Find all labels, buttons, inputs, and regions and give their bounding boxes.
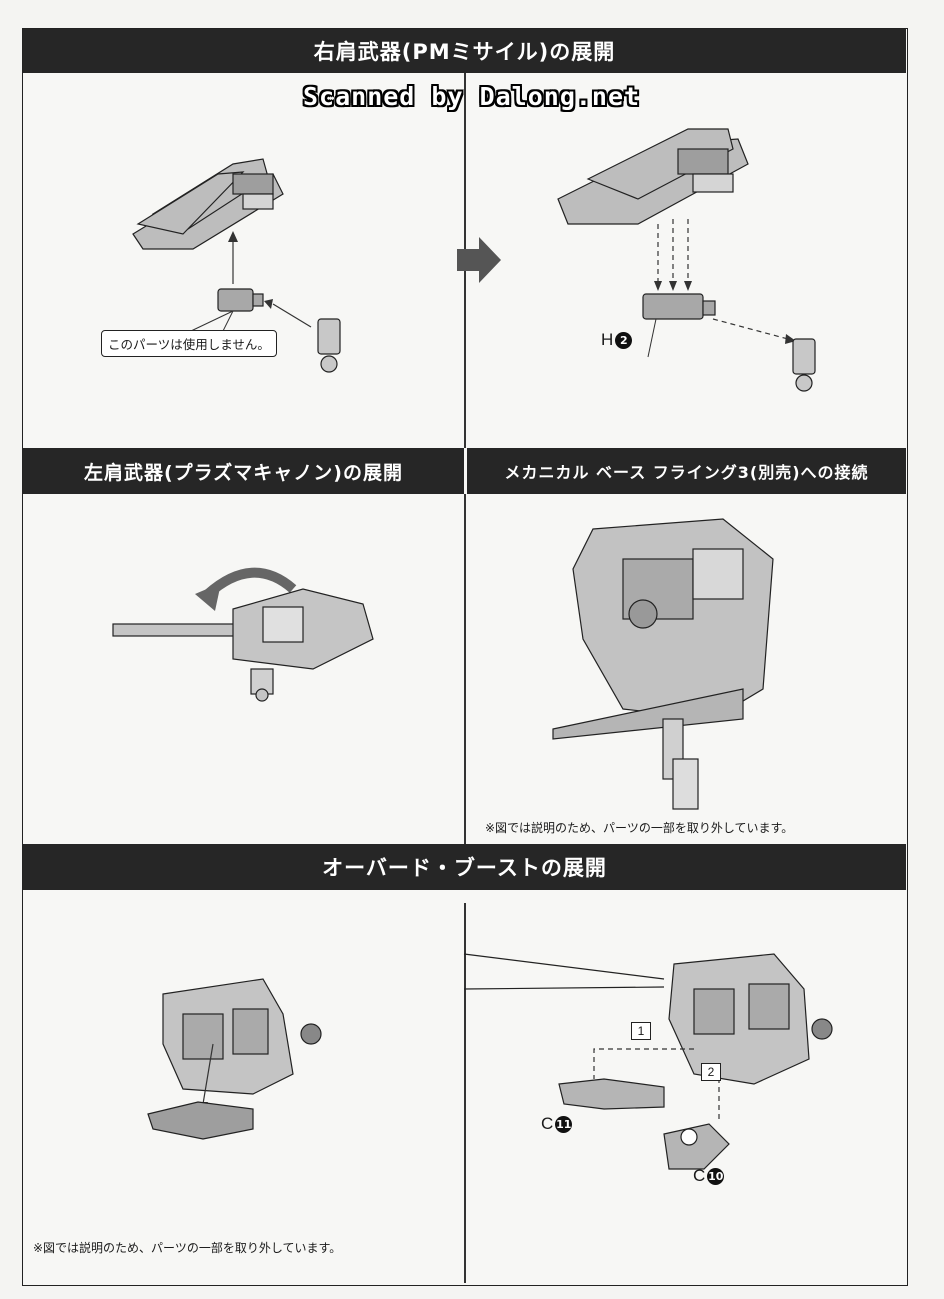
divider-middle: [464, 494, 466, 844]
section-title-right-shoulder: 右肩武器(PMミサイル)の展開: [23, 29, 906, 73]
part-label-c10: C 10: [693, 1166, 725, 1185]
unused-part-note: このパーツは使用しません。: [101, 330, 277, 357]
section-title-overed-boost: オーバード・ブーストの展開: [23, 844, 906, 890]
overed-boost-illustration: [147, 978, 322, 1140]
manual-page: 右肩武器(PMミサイル)の展開 左肩武器(プラズマキャノン)の展開 メカニカル …: [22, 28, 908, 1286]
watermark: Scanned by Dalong.net: [303, 82, 641, 111]
flying-base-caption: ※図では説明のため、パーツの一部を取り外しています。: [485, 821, 794, 835]
next-step-arrow: [457, 237, 501, 283]
part-label-h2: H 2: [601, 330, 633, 350]
overed-boost-caption: ※図では説明のため、パーツの一部を取り外しています。: [33, 1241, 342, 1255]
plasma-cannon-illustration: [112, 567, 374, 702]
missile-pod-assembly-illustration: [557, 128, 816, 392]
divider-bottom: [464, 903, 466, 1283]
part-label-c11: C 11: [541, 1114, 573, 1133]
section-title-left-shoulder: 左肩武器(プラズマキャノン)の展開: [23, 448, 464, 494]
step-1-marker: 1: [631, 1022, 651, 1040]
step-2-marker: 2: [701, 1063, 721, 1081]
overed-boost-open-illustration: [463, 953, 833, 1170]
flying-base-illustration: [552, 518, 774, 810]
missile-pod-illustration: [132, 158, 341, 373]
section-title-flying-base: メカニカル ベース フライング3(別売)への接続: [467, 448, 906, 494]
